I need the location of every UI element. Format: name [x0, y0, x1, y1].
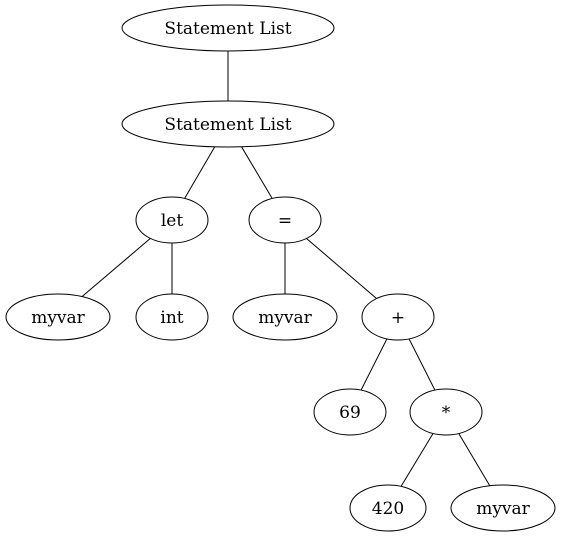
tree-node-label: int	[160, 308, 183, 328]
tree-node: let	[135, 196, 209, 244]
tree-node-label: Statement List	[164, 19, 291, 39]
tree-node-label: myvar	[31, 308, 85, 328]
tree-node-label: Statement List	[164, 115, 291, 135]
tree-node-label: *	[442, 403, 451, 423]
tree-node: myvar	[5, 293, 111, 341]
tree-node-ellipse	[5, 293, 111, 341]
tree-node-ellipse	[248, 196, 322, 244]
tree-node: Statement List	[121, 4, 335, 52]
tree-edge	[241, 146, 273, 199]
tree-node-ellipse	[409, 388, 483, 436]
tree-edge	[306, 238, 377, 299]
tree-node-ellipse	[450, 484, 556, 532]
tree-edge	[408, 338, 436, 391]
tree-node-ellipse	[232, 293, 338, 341]
tree-edge	[400, 433, 434, 487]
tree-node-ellipse	[135, 196, 209, 244]
tree-node-label: 420	[372, 499, 404, 519]
tree-edge	[184, 146, 216, 199]
tree-node: Statement List	[121, 100, 335, 148]
tree-node-label: =	[278, 211, 292, 231]
tree-edge	[360, 338, 388, 391]
tree-node: myvar	[232, 293, 338, 341]
tree-node-ellipse	[135, 293, 209, 341]
tree-node: int	[135, 293, 209, 341]
edges-layer	[81, 51, 491, 487]
tree-node: *	[409, 388, 483, 436]
tree-node-ellipse	[361, 293, 435, 341]
tree-node: myvar	[450, 484, 556, 532]
tree-node-label: myvar	[476, 499, 530, 519]
tree-node: =	[248, 196, 322, 244]
tree-node-label: +	[391, 308, 405, 328]
tree-node-ellipse	[313, 388, 387, 436]
tree-node: 69	[313, 388, 387, 436]
tree-node-label: 69	[339, 403, 361, 423]
tree-node-ellipse	[121, 4, 335, 52]
tree-node-ellipse	[349, 484, 427, 532]
tree-edge	[81, 238, 151, 297]
tree-edge	[458, 433, 491, 487]
tree-node: 420	[349, 484, 427, 532]
tree-node-label: myvar	[258, 308, 312, 328]
tree-node-ellipse	[121, 100, 335, 148]
tree-node: +	[361, 293, 435, 341]
tree-node-label: let	[161, 211, 183, 231]
